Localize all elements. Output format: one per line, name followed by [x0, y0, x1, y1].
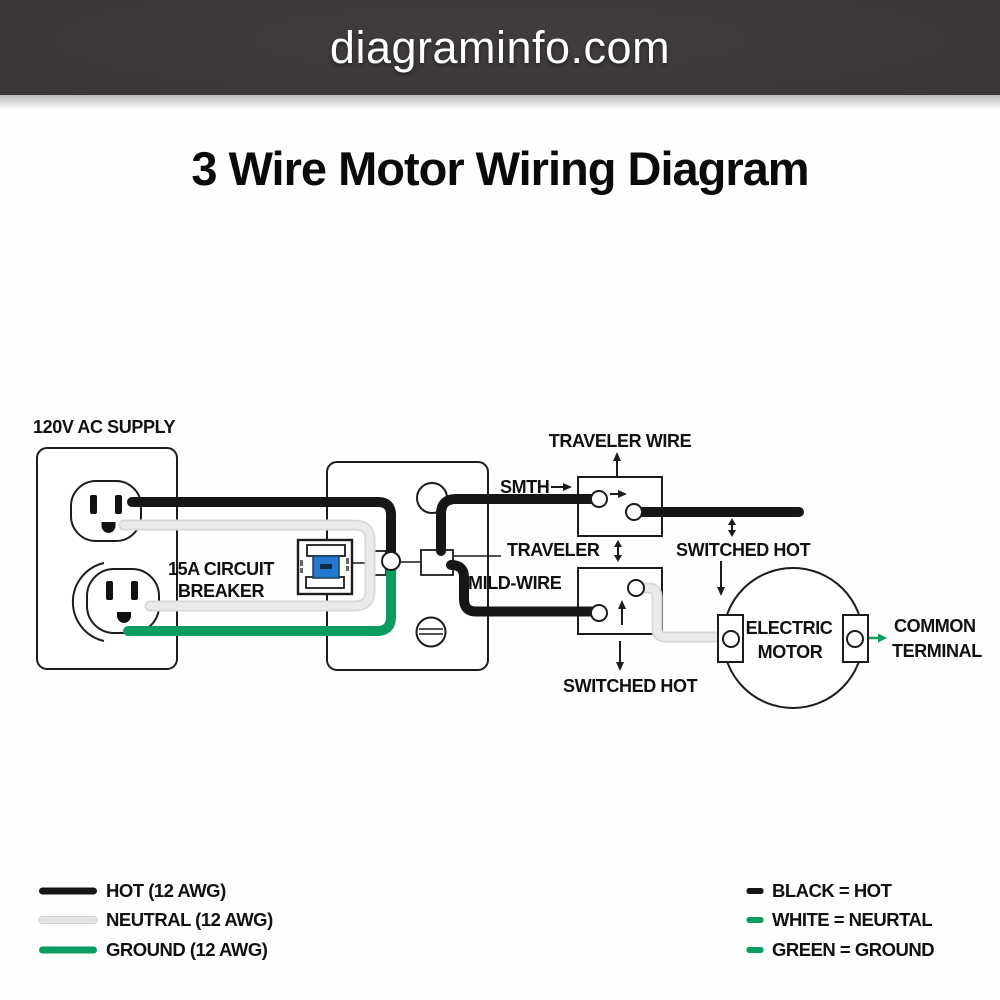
legend-label: GROUND (12 AWG): [106, 938, 268, 960]
legend-item-green: GREEN = GROUND: [746, 935, 935, 965]
label-motor-line1: ELECTRIC: [746, 618, 833, 638]
neutral-wire-swatch-icon: [38, 916, 98, 925]
label-motor-line2: MOTOR: [758, 642, 823, 662]
breaker-side-mark: [300, 560, 303, 566]
annotation-arrows: [551, 452, 736, 671]
label-switched-hot-bottom: SWITCHED HOT: [563, 676, 698, 696]
legend-item-black: BLACK = HOT: [746, 876, 934, 906]
neutral-wire-supply: [120, 521, 374, 610]
to-motor-down-arrow-icon: [717, 561, 725, 596]
traveler-updown-arrow-icon: [614, 540, 622, 562]
hot-wire-to-switch-bottom: [446, 560, 600, 617]
slot-icon: [131, 581, 138, 600]
site-banner: diagraminfo.com: [0, 0, 1000, 95]
label-switched-hot-top: SWITCHED HOT: [676, 540, 811, 560]
label-mild-wire: MILD-WIRE: [468, 573, 562, 593]
label-common-line1: COMMON: [894, 616, 976, 636]
ground-hole-icon: [117, 612, 131, 624]
legend-label: HOT (12 AWG): [106, 879, 226, 901]
switch-box-bottom: [577, 567, 663, 635]
breaker-side-mark: [300, 568, 303, 573]
wires: [118, 494, 804, 643]
switch-bottom-terminal-out: [627, 579, 645, 597]
switch-bottom-terminal-in: [590, 604, 608, 622]
label-traveler: TRAVELER: [507, 540, 600, 560]
hot-wire-swatch-icon: [39, 887, 97, 895]
legend-item-ground: GROUND (12 AWG): [38, 935, 273, 965]
common-terminal-arrow-icon: [869, 633, 887, 643]
switched-hot-down-arrow-icon: [616, 641, 624, 671]
legend-item-hot: HOT (12 AWG): [38, 876, 273, 906]
legend-label: BLACK = HOT: [772, 879, 892, 901]
label-smth: SMTH: [500, 477, 549, 497]
breaker-terminal: [381, 551, 401, 571]
hot-wire-supply: [127, 497, 396, 561]
motor-terminal-right: [846, 630, 864, 648]
green-dash-icon: [746, 917, 764, 924]
breaker-handle: [320, 564, 332, 569]
ground-wire-swatch-icon: [39, 946, 97, 954]
breaker-side-mark: [346, 558, 349, 564]
switch-bottom-internal-arrow-icon: [618, 600, 626, 625]
slot-icon: [106, 581, 113, 600]
neutral-wire-motor: [637, 584, 730, 641]
screw-slot: [419, 628, 443, 635]
label-traveler-wire: TRAVELER WIRE: [549, 431, 692, 451]
smth-arrow-icon: [551, 483, 572, 491]
legend-color-codes: BLACK = HOT WHITE = NEURTAL GREEN = GROU…: [746, 876, 935, 965]
hot-wire-to-switch-top: [436, 494, 597, 556]
screw-icon: [415, 616, 447, 648]
switch-top-internal-arrow-icon: [610, 490, 627, 498]
legend-label: NEUTRAL (12 AWG): [106, 909, 273, 931]
page-title: 3 Wire Motor Wiring Diagram: [191, 142, 809, 195]
slot-icon: [115, 495, 122, 514]
label-common-line2: TERMINAL: [892, 641, 982, 661]
motor-terminal-left: [722, 630, 740, 648]
ground-hole-icon: [101, 522, 116, 534]
terminals: [381, 490, 869, 663]
site-name: diagraminfo.com: [329, 21, 671, 73]
circuit-breaker: [296, 538, 354, 596]
breaker-bar-top: [306, 544, 346, 557]
banner-shadow: [0, 95, 1000, 110]
switch-top-terminal-out: [625, 503, 643, 521]
receptacle-arc: [71, 562, 105, 642]
green-dash-icon: [746, 946, 764, 953]
traveler-wire-up-arrow-icon: [613, 452, 621, 477]
switch-top-terminal-in: [590, 490, 608, 508]
ground-wire: [123, 562, 396, 636]
legend-label: GREEN = GROUND: [772, 938, 935, 960]
switched-hot-updown-arrow-icon: [728, 518, 736, 537]
legend-label: WHITE = NEURTAL: [772, 909, 933, 931]
slot-icon: [90, 495, 97, 514]
legend-item-neutral: NEUTRAL (12 AWG): [38, 906, 273, 936]
label-supply: 120V AC SUPPLY: [33, 417, 176, 437]
breaker-side-mark: [346, 566, 349, 571]
label-breaker-line1: 15A CIRCUIT: [168, 559, 274, 579]
switch-box-top: [577, 476, 663, 537]
label-breaker-line2: BREAKER: [178, 581, 265, 601]
black-dash-icon: [746, 887, 764, 894]
legend-item-white: WHITE = NEURTAL: [746, 906, 934, 936]
legend-wire-types: HOT (12 AWG) NEUTRAL (12 AWG) GROUND (12…: [38, 876, 273, 965]
